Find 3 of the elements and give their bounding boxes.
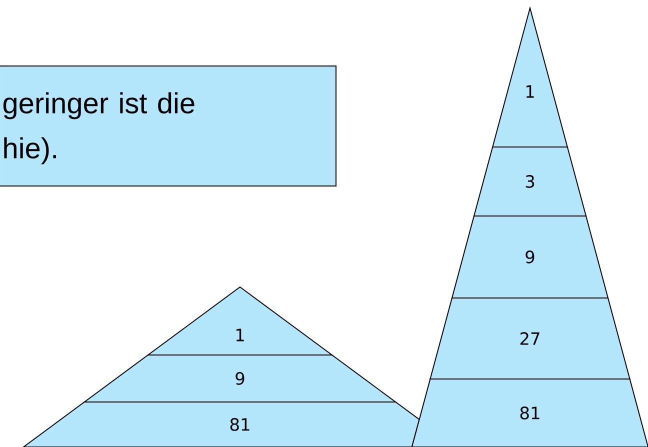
pyramid-layer: 81 [411,378,648,447]
text-box: geringer ist die hie). [0,66,336,186]
pyramid-layer: 27 [430,298,630,380]
